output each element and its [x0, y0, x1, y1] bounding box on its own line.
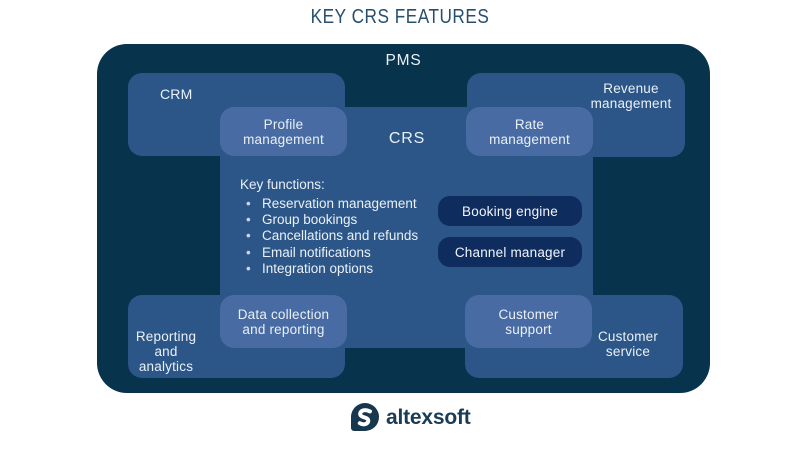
data-collection-label-line1: Data collection: [237, 306, 330, 322]
rate-label-line1: Rate: [514, 116, 545, 132]
reporting-label-line2: and analytics: [138, 344, 194, 374]
profile-management-label: Profile management: [243, 117, 324, 147]
key-functions-items: Reservation management Group bookings Ca…: [240, 196, 455, 277]
page-title: KEY CRS FEATURES: [310, 6, 490, 28]
rate-management-box: Rate management: [466, 107, 593, 156]
customer-support-label: Customer support: [498, 307, 558, 337]
data-collection-label-line2: and reporting: [242, 321, 325, 337]
customer-support-box: Customer support: [465, 295, 592, 348]
profile-management-box: Profile management: [220, 107, 347, 156]
list-item: Cancellations and refunds: [240, 228, 455, 244]
service-label-line1: Customer: [597, 329, 659, 344]
support-label-line2: support: [505, 321, 552, 337]
revenue-management-label: Revenue management: [585, 81, 677, 111]
crm-label: CRM: [160, 86, 193, 102]
data-collection-label: Data collection and reporting: [238, 307, 330, 337]
revenue-label-line2: management: [590, 96, 672, 111]
altexsoft-logo: altexsoft: [351, 403, 471, 431]
channel-manager-pill: Channel manager: [438, 237, 582, 267]
crs-label: CRS: [388, 130, 426, 147]
support-label-line1: Customer: [498, 306, 559, 322]
profile-label-line2: management: [243, 131, 324, 147]
altexsoft-logo-icon: [351, 403, 379, 431]
s-swoosh-icon: [357, 408, 372, 427]
key-functions-list: Key functions: Reservation management Gr…: [240, 177, 455, 277]
reporting-label-line1: Reporting: [135, 329, 197, 344]
reporting-analytics-label: Reporting and analytics: [128, 329, 204, 374]
altexsoft-wordmark: altexsoft: [386, 406, 471, 429]
key-functions-heading: Key functions:: [240, 177, 325, 192]
rate-label-line2: management: [489, 131, 570, 147]
customer-service-label: Customer service: [582, 329, 674, 359]
pms-label: PMS: [385, 52, 422, 69]
list-item: Integration options: [240, 261, 455, 277]
list-item: Group bookings: [240, 212, 455, 228]
booking-engine-pill: Booking engine: [438, 196, 582, 226]
list-item: Email notifications: [240, 245, 455, 261]
profile-label-line1: Profile: [263, 116, 304, 132]
revenue-label-line1: Revenue: [603, 81, 659, 96]
service-label-line2: service: [605, 344, 651, 359]
data-collection-reporting-box: Data collection and reporting: [220, 295, 347, 348]
list-item: Reservation management: [240, 196, 455, 212]
rate-management-label: Rate management: [489, 117, 570, 147]
